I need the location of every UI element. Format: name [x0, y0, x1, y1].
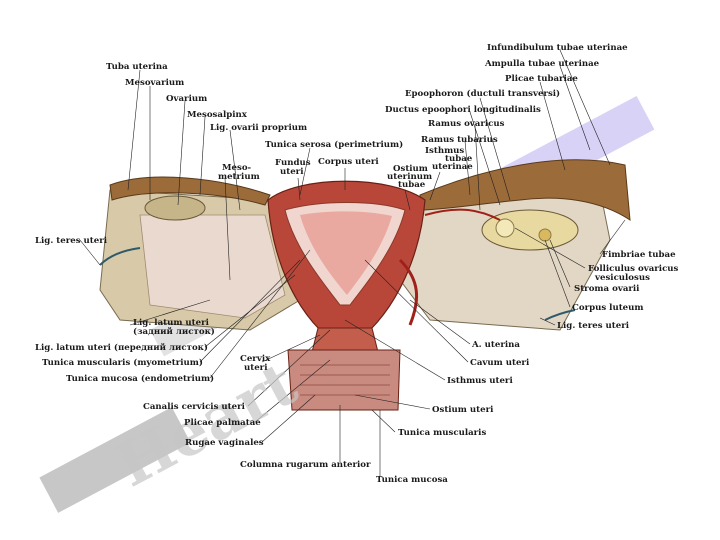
label-ostium-uteri: Ostium uteri [432, 405, 494, 415]
label-ductus-epoophori: Ductus epoophori longitudinalis [385, 105, 541, 115]
label-corpus-uteri: Corpus uteri [318, 157, 379, 167]
uterine-tube-right [419, 159, 631, 221]
label-epoophoron: Epoophoron (ductuli transversi) [405, 89, 561, 99]
label-isthmus-uteri: Isthmus uteri [447, 376, 513, 386]
label-cervix-1: Cervix [240, 354, 271, 364]
vagina [287, 349, 401, 411]
label-lig-ovarii-proprium: Lig. ovarii proprium [210, 123, 308, 133]
label-meso-2: metrium [218, 172, 260, 182]
label-ostium-1: Ostium [393, 164, 428, 174]
label-lig-teres-right: Lig. teres uteri [557, 321, 630, 331]
label-lig-latum-1: Lig. latum uteri [133, 318, 209, 328]
label-ramus-ovaricus: Ramus ovaricus [428, 119, 505, 129]
label-isthmus-2: tubae [445, 154, 473, 164]
label-ostium-2: uterinum [387, 172, 433, 182]
follicle [495, 218, 515, 238]
label-tunica-mucosa: Tunica mucosa [376, 475, 448, 485]
label-rugae-vaginales: Rugae vaginales [185, 438, 264, 448]
label-stroma: Stroma ovarii [574, 284, 640, 294]
round-ligament-right [544, 309, 576, 321]
label-isthmus-1: Isthmus [425, 146, 465, 156]
label-ostium-3: tubae [398, 180, 426, 190]
label-mesovarium: Mesovarium [125, 78, 185, 88]
ovarian-branch [424, 208, 501, 221]
leader-lines [79, 49, 626, 477]
label-ampulla: Ampulla tubae uterinae [485, 59, 600, 69]
label-folliculus-1: Folliculus ovaricus [588, 264, 679, 274]
label-cervix-2: uteri [244, 363, 268, 373]
corpus-luteum-mark [538, 228, 552, 242]
label-cavum-uteri: Cavum uteri [470, 358, 530, 368]
label-lig-teres-left: Lig. teres uteri [35, 236, 108, 246]
ovary-left [144, 195, 206, 221]
label-plicae-palmatae: Plicae palmatae [184, 418, 261, 428]
label-ovarium: Ovarium [166, 94, 208, 104]
label-columna-rugarum: Columna rugarum anterior [240, 460, 371, 470]
label-tunica-muscularis: Tunica muscularis [398, 428, 487, 438]
label-a-uterina: A. uterina [472, 340, 520, 350]
uterine-artery [398, 258, 419, 326]
label-lig-latum-2: (задний листок) [133, 327, 215, 337]
label-isthmus-3: uterinae [432, 162, 473, 172]
label-tunica-serosa: Tunica serosa (perimetrium) [265, 140, 404, 150]
label-fundus-2: uteri [280, 167, 304, 177]
endometrium [300, 211, 392, 295]
label-fundus-1: Fundus [275, 158, 311, 168]
label-tunica-mucosa-endo: Tunica mucosa (endometrium) [66, 374, 215, 384]
label-infundibulum: Infundibulum tubae uterinae [487, 43, 628, 53]
label-tuba-uterina: Tuba uterina [106, 62, 168, 72]
cervix [311, 327, 379, 353]
label-ramus-tubarius: Ramus tubarius [421, 135, 498, 145]
label-corpus-luteum: Corpus luteum [572, 303, 644, 313]
label-meso-1: Meso- [222, 163, 252, 173]
label-plicae-tubariae: Plicae tubariae [505, 74, 578, 84]
label-folliculus-2: vesiculosus [595, 273, 650, 283]
label-tunica-muscularis-myo: Tunica muscularis (myometrium) [42, 358, 203, 368]
label-lig-latum-front: Lig. latum uteri (передний листок) [35, 343, 208, 353]
label-canalis-cervicis: Canalis cervicis uteri [143, 402, 245, 412]
round-ligament-left [99, 247, 141, 266]
broad-ligament-left-inner [139, 214, 286, 319]
label-mesosalpinx: Mesosalpinx [187, 110, 247, 120]
label-fimbriae: Fimbriae tubae [602, 250, 676, 260]
